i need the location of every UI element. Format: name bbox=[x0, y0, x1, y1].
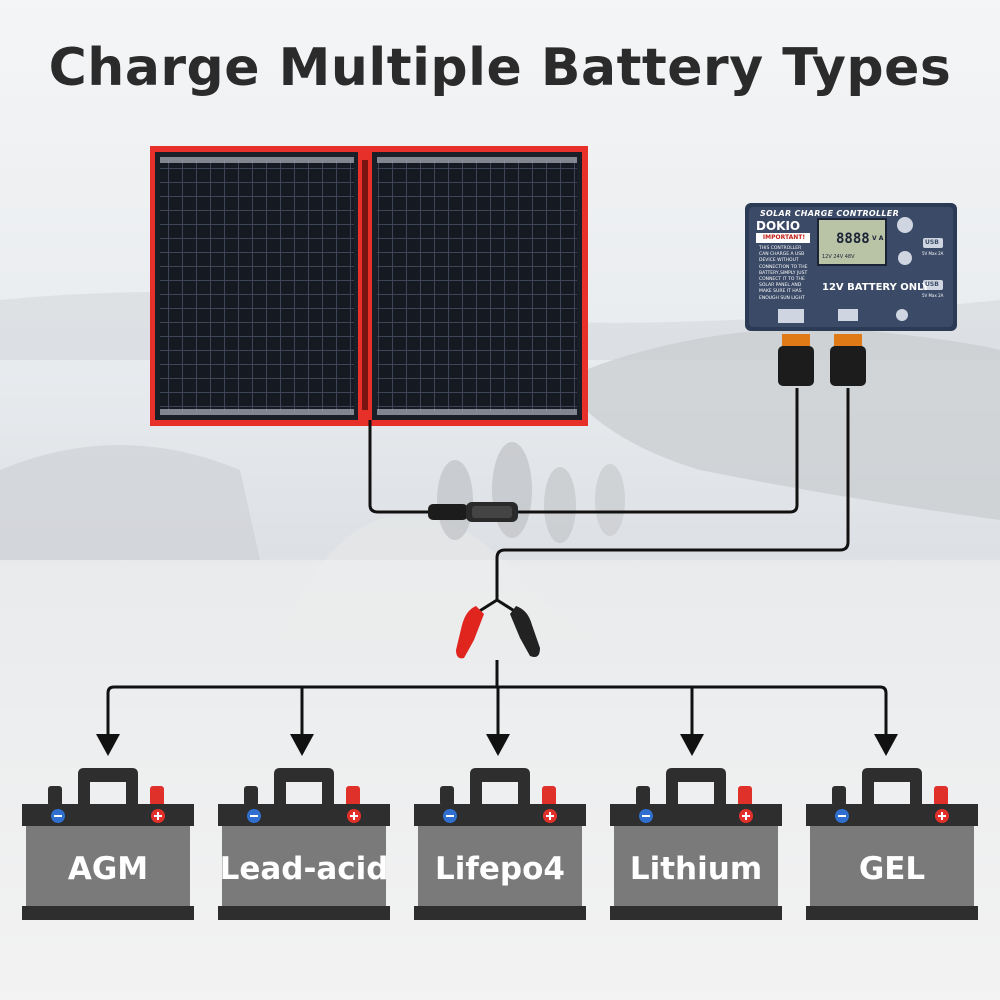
negative-terminal bbox=[636, 786, 650, 806]
lcd-voltages: 12V 24V 48V bbox=[822, 254, 855, 260]
battery-top bbox=[414, 804, 586, 826]
usb-port-spec: 5V Max 2A bbox=[922, 251, 944, 256]
battery-body bbox=[26, 826, 190, 908]
controller-header: SOLAR CHARGE CONTROLLER bbox=[760, 209, 900, 218]
battery-top bbox=[610, 804, 782, 826]
minus-icon-bar bbox=[642, 815, 650, 817]
negative-terminal bbox=[832, 786, 846, 806]
minus-icon-bar bbox=[838, 815, 846, 817]
usb-port-label: USB bbox=[925, 239, 939, 246]
battery-label-lifepo4: Lifepo4 bbox=[435, 851, 565, 887]
notice-line: CAN CHARGE A USB bbox=[759, 252, 805, 258]
battery-only-label: 12V BATTERY ONLY bbox=[822, 282, 930, 293]
notice-line: SOLAR PANEL AND bbox=[759, 283, 802, 289]
notice-line: CONNECTION TO THE bbox=[759, 264, 808, 270]
positive-terminal bbox=[934, 786, 948, 806]
alligator-clamps bbox=[456, 598, 540, 659]
battery-icon bbox=[806, 768, 978, 920]
battery-base bbox=[414, 906, 586, 920]
negative-terminal bbox=[48, 786, 62, 806]
usb-port-label: USB bbox=[925, 281, 939, 288]
distribution-arrows bbox=[96, 660, 898, 756]
battery-base bbox=[610, 906, 782, 920]
battery-body bbox=[614, 826, 778, 908]
usb-port-spec: 5V Max 2A bbox=[922, 293, 944, 298]
notice-line: CONNECT IT TO THE bbox=[759, 277, 805, 283]
battery-body bbox=[222, 826, 386, 908]
battery-handle bbox=[666, 768, 726, 806]
controller-brand: DOKIO bbox=[756, 219, 801, 233]
notice-line: ENOUGH SUN LIGHT bbox=[759, 295, 805, 301]
charge-controller bbox=[745, 203, 957, 331]
negative-terminal bbox=[440, 786, 454, 806]
controller-plugs bbox=[778, 334, 866, 386]
battery-top bbox=[218, 804, 390, 826]
battery-top bbox=[806, 804, 978, 826]
plus-icon-bar-v bbox=[745, 812, 747, 820]
minus-icon-bar bbox=[250, 815, 258, 817]
page-title: Charge Multiple Battery Types bbox=[48, 38, 952, 98]
minus-icon-bar bbox=[54, 815, 62, 817]
battery-label-lead-acid: Lead-acid bbox=[219, 851, 389, 887]
positive-terminal bbox=[738, 786, 752, 806]
controller-important-label: IMPORTANT! bbox=[762, 234, 806, 241]
battery-label-lithium: Lithium bbox=[629, 851, 763, 887]
battery-base bbox=[218, 906, 390, 920]
battery-handle bbox=[470, 768, 530, 806]
battery-base bbox=[806, 906, 978, 920]
lcd-units: V A bbox=[872, 235, 884, 242]
cables bbox=[368, 388, 850, 600]
battery-icon bbox=[218, 768, 390, 920]
battery-label-agm: AGM bbox=[67, 851, 149, 887]
battery-handle bbox=[862, 768, 922, 806]
positive-terminal bbox=[346, 786, 360, 806]
battery-handle bbox=[274, 768, 334, 806]
notice-line: MAKE SURE IT HAS bbox=[759, 289, 802, 295]
notice-line: DEVICE WITHOUT bbox=[759, 258, 799, 264]
minus-icon-bar bbox=[446, 815, 454, 817]
inline-connector bbox=[428, 502, 518, 522]
battery-icon bbox=[414, 768, 586, 920]
plus-icon-bar-v bbox=[941, 812, 943, 820]
positive-terminal bbox=[542, 786, 556, 806]
battery-base bbox=[22, 906, 194, 920]
battery-body bbox=[810, 826, 974, 908]
solar-panel bbox=[150, 146, 588, 426]
battery-group bbox=[22, 768, 978, 920]
plus-icon-bar-v bbox=[353, 812, 355, 820]
notice-line: THIS CONTROLLER bbox=[759, 246, 802, 251]
lcd-digits: 8888 bbox=[836, 231, 870, 247]
plus-icon-bar-v bbox=[549, 812, 551, 820]
positive-terminal bbox=[150, 786, 164, 806]
notice-line: BATTERY,SIMPLY JUST bbox=[759, 270, 808, 276]
battery-handle bbox=[78, 768, 138, 806]
battery-label-gel: GEL bbox=[858, 851, 926, 887]
battery-top bbox=[22, 804, 194, 826]
plus-icon-bar-v bbox=[157, 812, 159, 820]
battery-icon bbox=[22, 768, 194, 920]
controller-notice: THIS CONTROLLER CAN CHARGE A USB DEVICE … bbox=[759, 246, 819, 302]
battery-icon bbox=[610, 768, 782, 920]
battery-body bbox=[418, 826, 582, 908]
negative-terminal bbox=[244, 786, 258, 806]
